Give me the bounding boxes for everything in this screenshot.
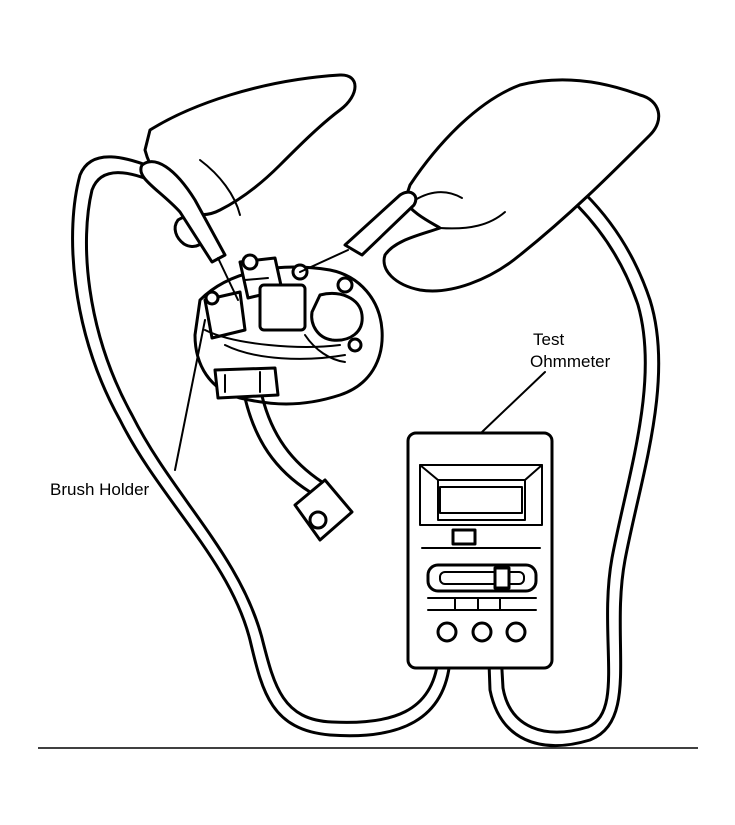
brush-holder-label: Brush Holder (50, 480, 150, 499)
ohmmeter-leader-line (481, 371, 546, 433)
right-hand (382, 78, 661, 293)
ohmmeter (406, 431, 554, 670)
brush-holder (193, 253, 384, 406)
left-test-lead (71, 155, 454, 738)
test-ohmmeter-label-line1: Test (533, 330, 564, 349)
test-ohmmeter-label-line2: Ohmmeter (530, 352, 611, 371)
left-probe (139, 160, 239, 301)
left-hand (143, 73, 357, 248)
brush-lead (243, 394, 354, 542)
right-probe (299, 190, 418, 273)
brush-holder-leader-line (174, 319, 206, 471)
